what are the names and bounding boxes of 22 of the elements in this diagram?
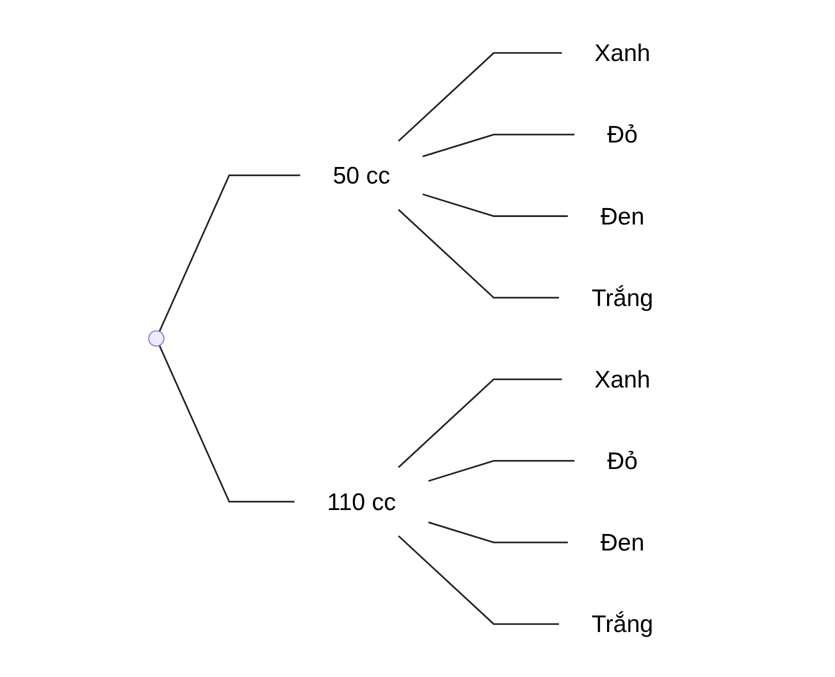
node-text: 110 cc [327,488,396,516]
connector [422,193,568,217]
connector [398,52,562,142]
node-text: Đen [600,202,645,230]
node-text: Xanh [594,39,651,67]
node-text: Đỏ [607,447,638,474]
tree-diagram: 50 cc Xanh Đỏ Đen Trắng 110 cc Xanh Đỏ Đen Trắng [140,10,695,667]
connector [158,174,300,332]
connector [428,460,575,482]
node-point [148,330,165,347]
connector [398,535,560,625]
connector [398,209,560,299]
node-text: Trắng [592,284,654,312]
node-text: 50 cc [333,162,390,189]
connector [428,522,568,544]
node-text: Xanh [594,366,651,393]
connector [398,378,562,468]
node-text: Trắng [592,610,654,638]
connector [422,134,575,158]
node-text: Đen [600,528,645,556]
connector [158,345,295,502]
node-text: Đỏ [607,120,638,148]
